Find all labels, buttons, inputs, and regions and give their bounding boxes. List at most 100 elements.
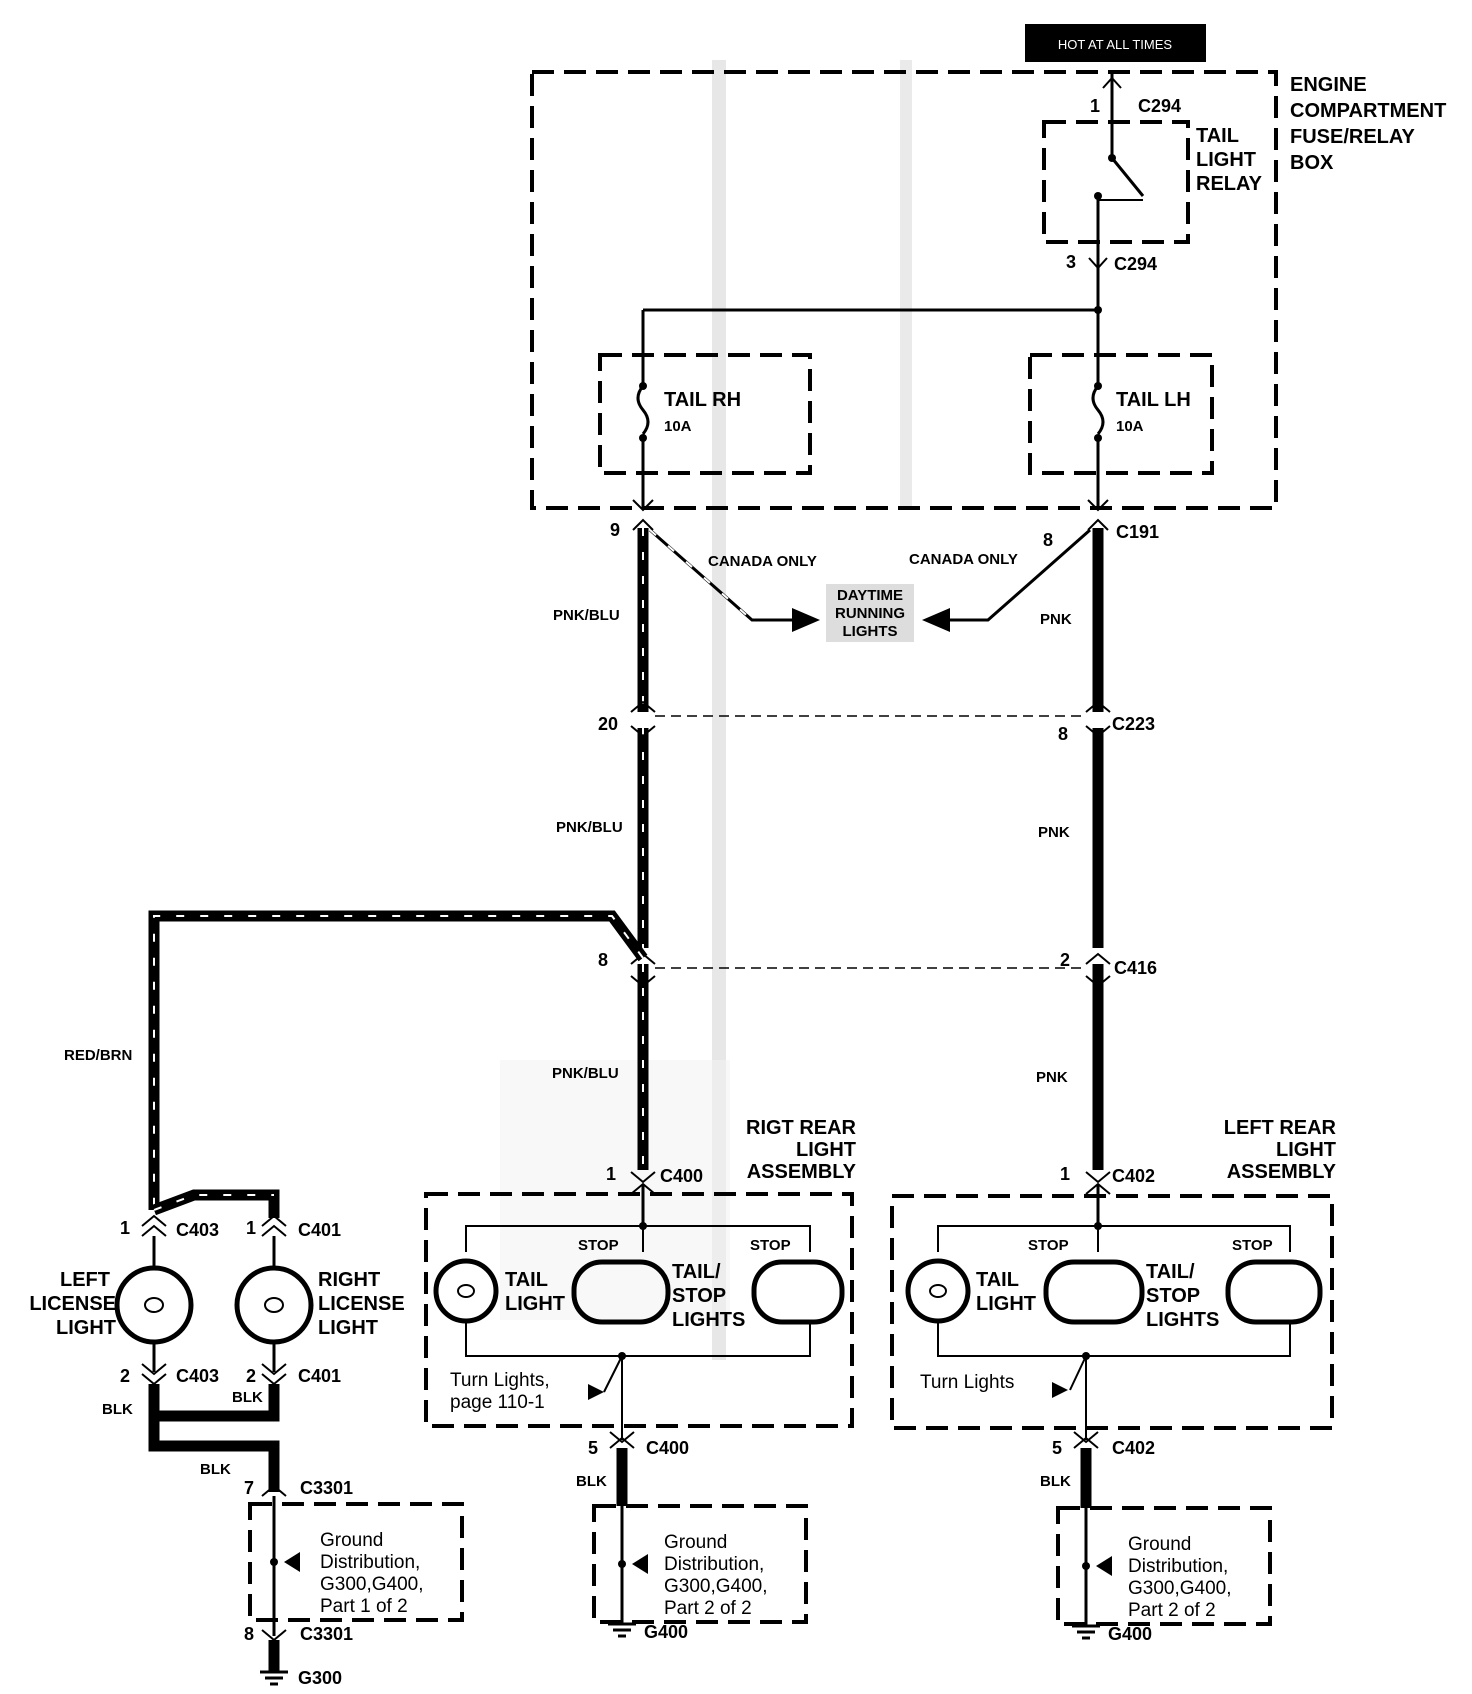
relay-label-2: LIGHT <box>1196 149 1256 171</box>
diagram-label: 5 <box>1052 1438 1062 1458</box>
diagram-label: TAIL/ <box>672 1261 721 1283</box>
fuse-box-title-1: ENGINE <box>1290 74 1367 96</box>
diagram-label: TAIL/ <box>1146 1261 1195 1283</box>
diagram-label: RIGT REAR <box>746 1117 857 1139</box>
diagram-label: 8 <box>1058 724 1068 744</box>
diagram-label: LIGHT <box>796 1139 856 1161</box>
diagram-label: ASSEMBLY <box>747 1161 857 1183</box>
drl-left-label: CANADA ONLY <box>708 553 817 570</box>
diagram-label: TAIL RH <box>664 389 741 411</box>
diagram-label: PNK <box>1038 824 1070 841</box>
diagram-label: LIGHT <box>318 1317 378 1339</box>
diagram-label: LIGHTS <box>672 1309 745 1331</box>
diagram-label: C294 <box>1138 96 1181 116</box>
ground-g300: 7 C3301 Ground Distribution, G300,G400, … <box>244 1478 464 1688</box>
diagram-label: Ground <box>664 1532 727 1553</box>
diagram-label: Part 2 of 2 <box>664 1598 752 1619</box>
diagram-label: 9 <box>610 520 620 540</box>
diagram-label: Turn Lights, <box>450 1370 550 1391</box>
wire-pnk-blu: PNK/BLU PNK/BLU PNK/BLU <box>552 528 649 1170</box>
fuse-relay-box: ENGINE COMPARTMENT FUSE/RELAY BOX <box>530 70 1446 510</box>
diagram-label: TAIL <box>505 1269 548 1291</box>
diagram-label: PNK <box>1040 611 1072 628</box>
license-ground-wires: BLK BLK BLK <box>102 1384 280 1492</box>
diagram-label: TAIL <box>976 1269 1019 1291</box>
fuse-box-title-4: BOX <box>1290 152 1334 174</box>
diagram-label: 2 <box>120 1366 130 1386</box>
hot-at-all-times-label: HOT AT ALL TIMES <box>1025 24 1206 62</box>
diagram-label: LEFT <box>60 1269 110 1291</box>
diagram-label: G300,G400, <box>1128 1578 1232 1599</box>
diagram-label: C401 <box>298 1220 341 1240</box>
diagram-label: PNK <box>1036 1069 1068 1086</box>
diagram-label: 10A <box>664 418 692 435</box>
left-license-light: 1 C403 2 C403 LEFT LICENSE LIGHT <box>29 1214 219 1386</box>
diagram-label: TAIL LH <box>1116 389 1191 411</box>
left-rear-light-assembly: LEFT REAR LIGHT ASSEMBLY 1 C402 STOP STO… <box>890 1117 1337 1458</box>
diagram-label: RED/BRN <box>64 1047 132 1064</box>
diagram-label: 10A <box>1116 418 1144 435</box>
diagram-label: C294 <box>1114 254 1157 274</box>
diagram-label: page 110-1 <box>450 1392 545 1413</box>
diagram-label: Part 1 of 2 <box>320 1596 408 1617</box>
diagram-label: 20 <box>598 714 618 734</box>
diagram-label: LICENSE <box>318 1293 405 1315</box>
diagram-label: LIGHTS <box>1146 1309 1219 1331</box>
diagram-label: LIGHT <box>56 1317 116 1339</box>
diagram-label: RUNNING <box>835 605 905 622</box>
diagram-label: ASSEMBLY <box>1227 1161 1337 1183</box>
diagram-label: 3 <box>1066 252 1076 272</box>
diagram-label: PNK/BLU <box>552 1065 619 1082</box>
connector-c416: 8 2 C416 <box>598 950 1157 988</box>
diagram-label: 1 <box>1060 1164 1070 1184</box>
diagram-label: C402 <box>1112 1438 1155 1458</box>
diagram-label: Distribution, <box>320 1552 420 1573</box>
diagram-label: PNK/BLU <box>556 819 623 836</box>
relay-label-3: RELAY <box>1196 173 1263 195</box>
right-rear-light-assembly: RIGT REAR LIGHT ASSEMBLY 1 C400 STOP STO… <box>424 1117 857 1458</box>
diagram-label: BLK <box>232 1389 263 1406</box>
fuse-box-title-3: FUSE/RELAY <box>1290 126 1416 148</box>
diagram-label: LICENSE <box>29 1293 116 1315</box>
diagram-label: STOP <box>672 1285 726 1307</box>
fuse-tail-rh: TAIL RH 10A <box>598 353 812 508</box>
diagram-label: C401 <box>298 1366 341 1386</box>
diagram-label: STOP <box>1232 1237 1273 1254</box>
ground-g400-left-rear: BLK Ground Distribution, G300,G400, Part… <box>1040 1448 1272 1644</box>
diagram-label: LIGHT <box>976 1293 1036 1315</box>
diagram-label: 1 <box>606 1164 616 1184</box>
diagram-label: STOP <box>1146 1285 1200 1307</box>
diagram-label: C400 <box>660 1166 703 1186</box>
diagram-label: Ground <box>1128 1534 1191 1555</box>
diagram-label: C402 <box>1112 1166 1155 1186</box>
connector-c191: 9 8 C191 <box>610 499 1159 550</box>
diagram-label: BLK <box>576 1473 607 1490</box>
diagram-label: G400 <box>644 1622 688 1642</box>
diagram-label: C403 <box>176 1220 219 1240</box>
diagram-label: RIGHT <box>318 1269 380 1291</box>
diagram-label: 8 <box>1043 530 1053 550</box>
diagram-label: Turn Lights <box>920 1372 1014 1393</box>
diagram-label: STOP <box>750 1237 791 1254</box>
diagram-label: C3301 <box>300 1624 353 1644</box>
diagram-label: LIGHT <box>505 1293 565 1315</box>
diagram-label: STOP <box>578 1237 619 1254</box>
diagram-label: 8 <box>598 950 608 970</box>
diagram-label: 2 <box>246 1366 256 1386</box>
diagram-label: 5 <box>588 1438 598 1458</box>
diagram-label: 1 <box>246 1218 256 1238</box>
tail-light-relay: 1 C294 TAIL LIGHT RELAY 3 C294 <box>1042 72 1263 314</box>
diagram-label: C3301 <box>300 1478 353 1498</box>
diagram-label: Distribution, <box>1128 1556 1228 1577</box>
right-license-light: 1 C401 2 C401 RIGHT LICENSE LIGHT <box>234 1214 405 1386</box>
diagram-label: Ground <box>320 1530 383 1551</box>
diagram-label: HOT AT ALL TIMES <box>1058 37 1172 52</box>
diagram-label: 8 <box>244 1624 254 1644</box>
diagram-label: STOP <box>1028 1237 1069 1254</box>
diagram-label: LEFT REAR <box>1224 1117 1337 1139</box>
diagram-label: 1 <box>120 1218 130 1238</box>
diagram-label: BLK <box>1040 1473 1071 1490</box>
ground-g400-right-rear: BLK Ground Distribution, G300,G400, Part… <box>576 1448 808 1642</box>
connector-c223: 20 8 C223 <box>598 700 1155 744</box>
diagram-label: DAYTIME <box>837 587 903 604</box>
